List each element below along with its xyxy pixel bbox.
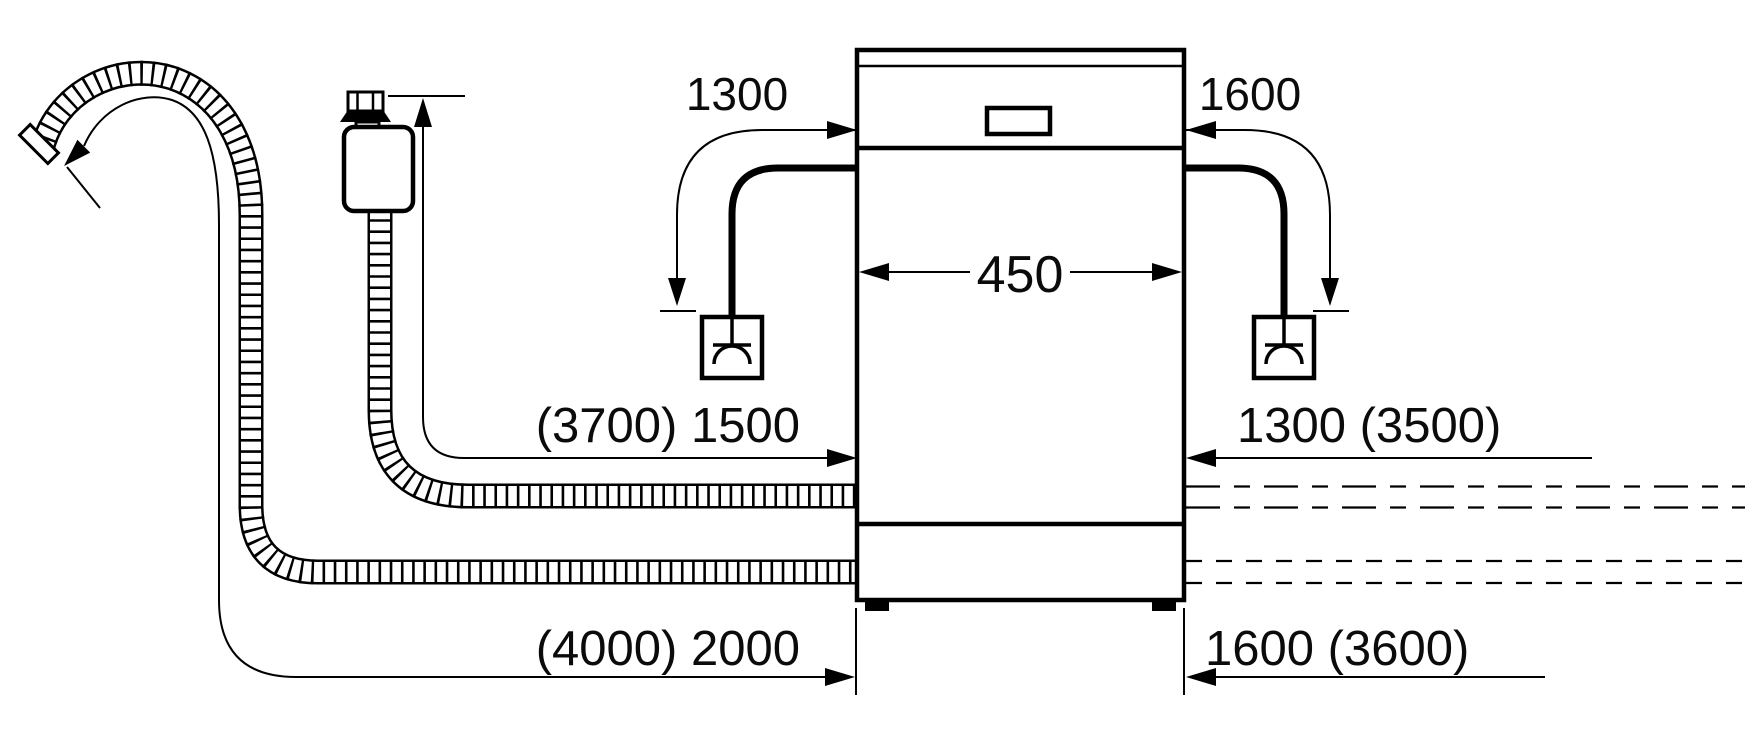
arrow-drain-end [64, 139, 91, 166]
label-supply-length: (3700) 1500 [536, 399, 800, 453]
label-cord-left: 1300 [686, 68, 788, 120]
tick-drain-end [66, 166, 101, 209]
arrow-drain-right [825, 668, 855, 686]
dashed-hose-continuations [1186, 485, 1745, 585]
power-cord-left [728, 164, 857, 317]
arrow-tap-up [414, 98, 432, 127]
cord-left-leader [676, 129, 857, 280]
tap-connector-seal [340, 110, 391, 122]
dishwasher-outline [854, 47, 1187, 603]
tap-connector [340, 90, 416, 214]
arrow-cord-left-down [668, 278, 686, 306]
dishwasher-handle [984, 105, 1053, 137]
aquastop-valve-body [341, 124, 416, 214]
arrow-right-lower-left [1186, 668, 1216, 686]
socket-right-icon [1251, 314, 1317, 381]
cord-right-leader [1186, 129, 1331, 280]
arrow-cord-left [827, 121, 857, 139]
label-appliance-width: 450 [977, 246, 1064, 304]
arrowheads [64, 98, 1339, 686]
socket-left-icon [699, 314, 765, 381]
label-bottom-right: 1600 (3600) [1205, 622, 1469, 676]
label-cord-right: 1600 [1199, 68, 1301, 120]
dimension-lines [66, 95, 1592, 695]
drain-hose-end-cap [17, 122, 61, 166]
supply-length-leader [422, 125, 829, 459]
drain-hose [17, 60, 857, 585]
tap-connector-nut [346, 90, 385, 113]
arrowhead-left [859, 263, 889, 281]
arrow-cord-right-down [1321, 278, 1339, 306]
supply-hose [367, 208, 857, 509]
arrow-cord-right [1186, 121, 1216, 139]
arrowhead-right [1152, 263, 1182, 281]
arrow-right-upper-left [1186, 449, 1216, 467]
arrow-supply-right [827, 449, 857, 467]
dimension-labels: 1300 1600 450 (3700) 1500 1300 (3500) (4… [536, 68, 1502, 676]
dishwasher [854, 47, 1187, 611]
power-cords [728, 164, 1288, 317]
width-dimension [859, 263, 1182, 281]
dishwasher-foot-right [1152, 600, 1176, 611]
drain-length-leader [83, 96, 827, 678]
label-right-upper: 1300 (3500) [1237, 399, 1501, 453]
label-bottom-left: (4000) 2000 [536, 622, 800, 676]
dishwasher-foot-left [865, 600, 889, 611]
power-cord-right [1184, 164, 1288, 317]
